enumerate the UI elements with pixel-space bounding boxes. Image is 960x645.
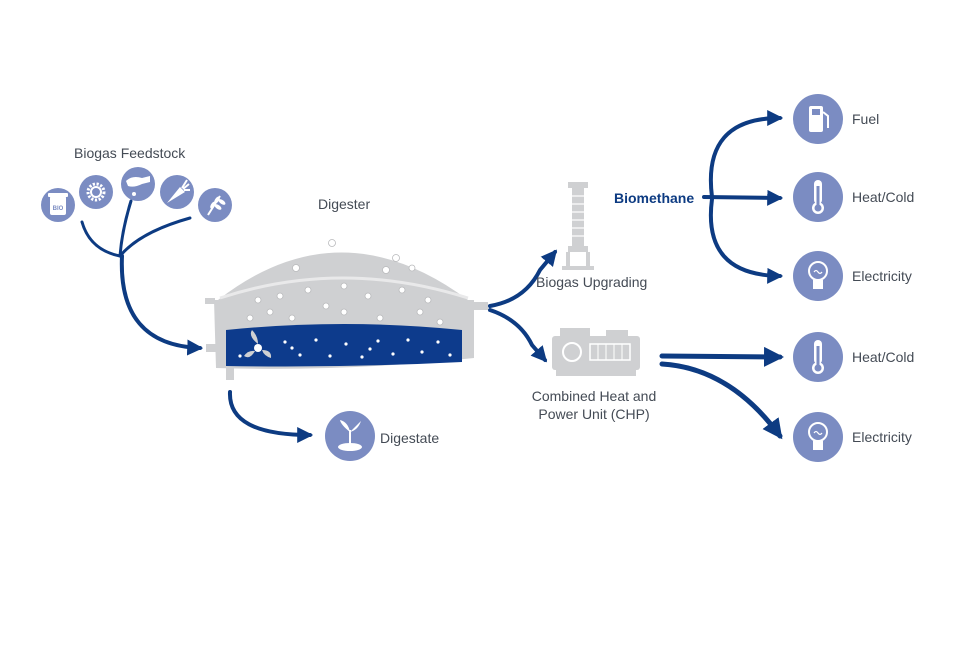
biomethane-branches [702,110,784,284]
output-label-fuel: Fuel [852,111,880,127]
digester-label: Digester [318,196,371,212]
chp-engine-icon [552,328,640,376]
fuel-pump-icon [793,94,843,144]
digestate-label: Digestate [380,430,440,446]
bio-bin-icon: BIO [41,188,75,222]
gas-bubbles [246,239,444,326]
lightbulb-icon [793,412,843,462]
lightbulb-icon [793,251,843,301]
upgrading-label: Biogas Upgrading [536,274,648,290]
bio-icon-text: BIO [53,206,64,212]
gear-icon [79,175,113,209]
thermometer-icon [793,332,843,382]
feedstock-flow-lines [80,199,204,356]
chp-label-line2: Power Unit (CHP) [538,406,650,422]
feedstock-icon-group: BIO [41,167,232,222]
output-label-heat-cold: Heat/Cold [852,189,915,205]
thermometer-icon [793,172,843,222]
digester-liquid [226,324,462,367]
digester-dome [218,252,468,300]
output-label-electricity: Electricity [852,268,912,284]
chp-output-label-heat-cold: Heat/Cold [852,349,915,365]
feedstock-label: Biogas Feedstock [74,145,186,161]
chp-label-line1: Combined Heat and [531,388,657,404]
digester-to-digestate-arrow [227,390,314,443]
gas-flow-lines [488,249,558,363]
chp-branches [659,346,784,440]
biomethane-label: Biomethane [614,190,695,206]
digester-graphic [205,239,488,380]
seedling-icon [325,411,375,461]
chp-label: Combined Heat and Power Unit (CHP) [524,387,664,423]
agitator-icon [244,330,272,358]
cow-icon [121,167,155,201]
chp-output-label-electricity: Electricity [852,429,912,445]
wheat-icon [198,188,232,222]
feedstock-to-digester-arrow [119,254,204,356]
carrot-icon [160,175,194,209]
liquid-bubbles [238,338,452,359]
upgrading-column-icon [562,182,594,270]
